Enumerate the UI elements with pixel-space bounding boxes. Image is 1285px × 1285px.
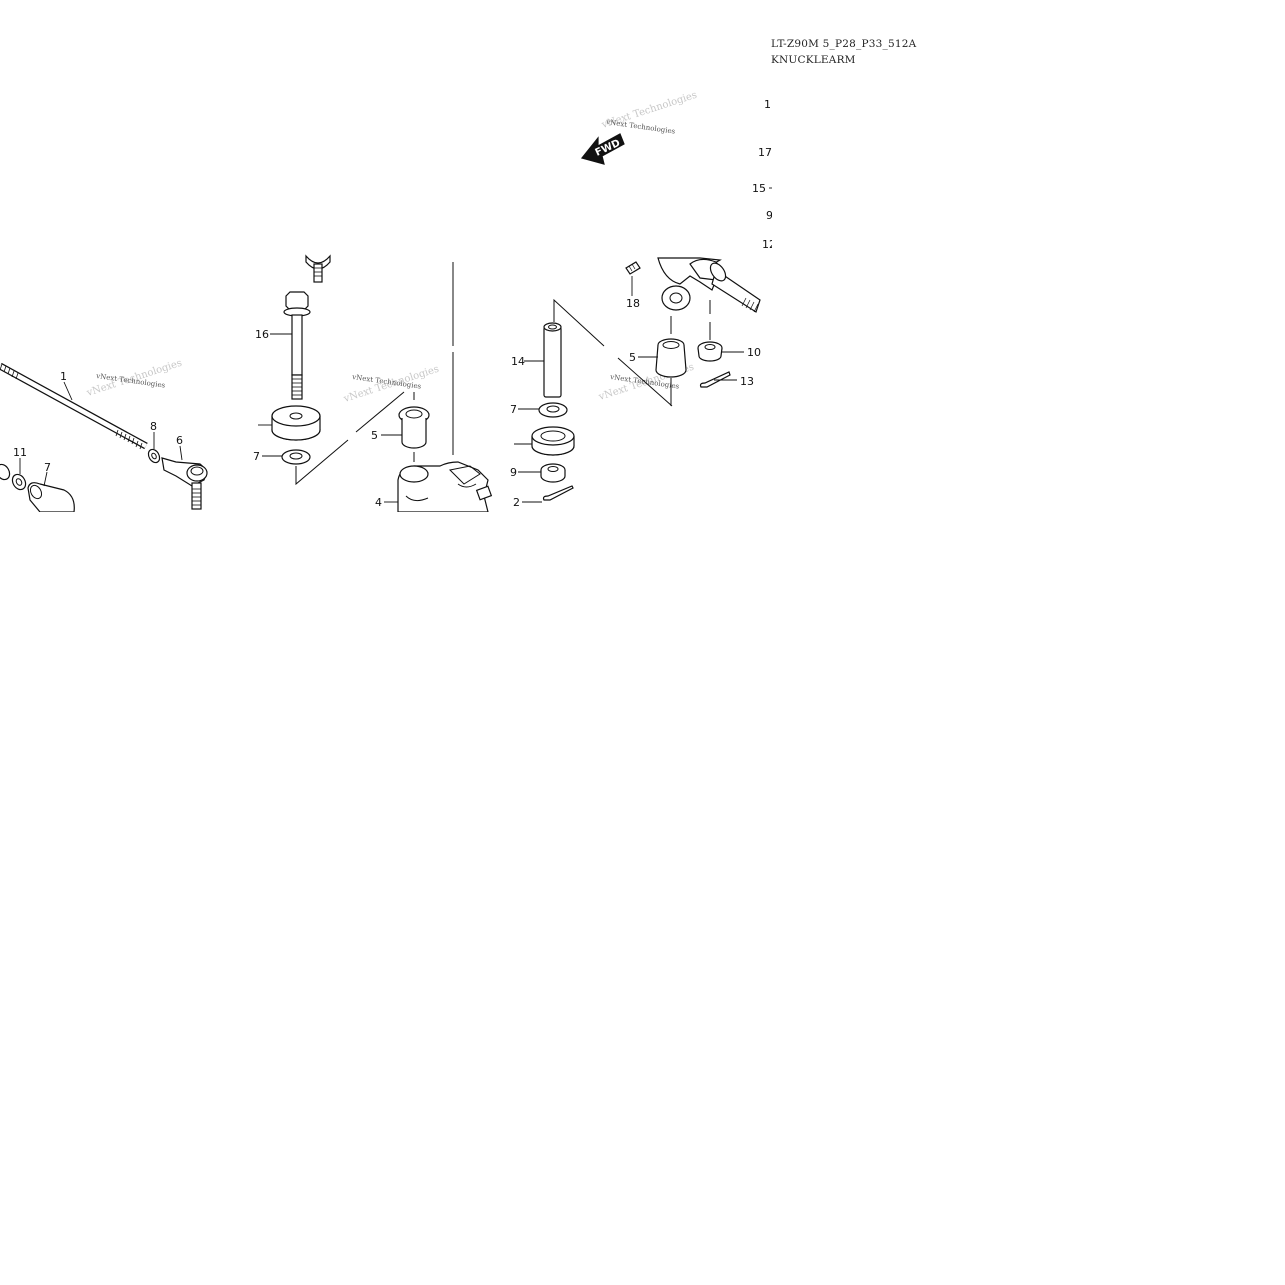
callout-5a: 5	[371, 429, 378, 442]
callout-7b: 7	[253, 450, 260, 463]
lock-nut-8	[147, 448, 161, 464]
callout-19: 1	[764, 98, 771, 111]
seal-15-left	[271, 405, 321, 441]
diagram-title: KNUCKLEARM	[771, 54, 856, 66]
diagram-code: LT-Z90M 5_P28_P33_512A	[771, 38, 917, 50]
callout-9b: 9	[766, 209, 773, 222]
bushing-5-center	[398, 406, 430, 449]
fwd-arrow-icon: FWD	[580, 133, 625, 165]
knuckle-arm-4	[397, 461, 493, 513]
callout-18: 18	[626, 297, 640, 310]
cotter-pin-13	[699, 371, 731, 388]
callout-7c: 7	[510, 403, 517, 416]
washer-17-right	[538, 402, 568, 418]
watermark-1: vNext Technologies	[605, 118, 676, 136]
callout-9a: 9	[510, 466, 517, 479]
pin-14	[543, 322, 562, 398]
callouts: 1 8 6 11 7 16 7 5 4 14 7 9 2 18 5 10 13 …	[13, 98, 776, 509]
callout-5b: 5	[629, 351, 636, 364]
callout-10: 10	[747, 346, 761, 359]
watermark-group: vNext Technologies vNext Technologies vN…	[85, 90, 699, 405]
callout-4: 4	[375, 496, 382, 509]
seal-15-right	[531, 426, 575, 456]
callout-16: 16	[255, 328, 269, 341]
tile-mask-right	[772, 90, 812, 290]
castle-nut-9	[540, 463, 566, 483]
washer-17-left	[281, 449, 311, 465]
callout-13: 13	[740, 375, 754, 388]
steering-knuckle	[657, 257, 761, 313]
callout-7a: 7	[44, 461, 51, 474]
callout-6: 6	[176, 434, 183, 447]
callout-1: 1	[60, 370, 67, 383]
tile-mask-bottom	[0, 512, 772, 542]
tie-rod-end-7	[27, 482, 75, 513]
tie-rod	[0, 362, 148, 450]
bolt-16	[283, 291, 311, 400]
lock-nut-11	[0, 463, 27, 491]
grease-nipple-18	[625, 261, 641, 275]
callout-17: 17	[758, 146, 772, 159]
callout-11: 11	[13, 446, 27, 459]
cotter-pin-12	[542, 485, 574, 501]
bushing-5-right	[655, 338, 687, 378]
callout-15: 15	[752, 182, 766, 195]
bolt-top-fragment	[305, 254, 331, 283]
tie-rod-end-6	[161, 457, 208, 510]
callout-14: 14	[511, 355, 525, 368]
callout-8: 8	[150, 420, 157, 433]
assembly-lines	[295, 262, 711, 486]
castle-nut-10	[697, 341, 723, 362]
callout-2: 2	[513, 496, 520, 509]
